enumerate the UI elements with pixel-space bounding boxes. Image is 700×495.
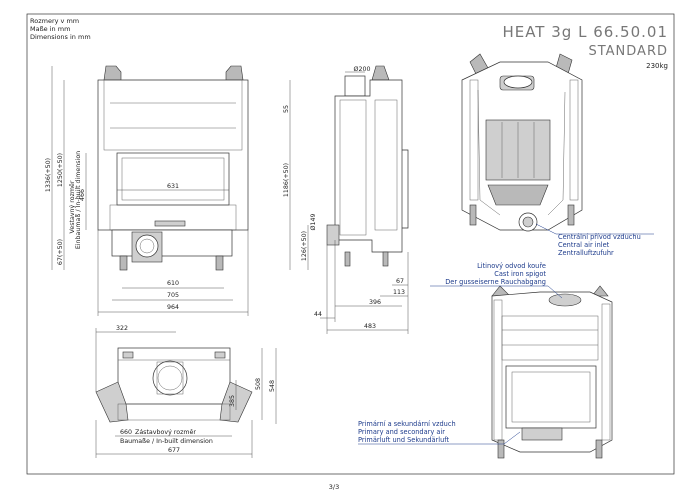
callout-flue-outlet: Litinový odvod kouře Cast iron spigot De…	[430, 262, 563, 299]
front-top-lug-left	[103, 65, 122, 81]
side-body	[334, 79, 403, 253]
callout-air-supply: Primární a sekundární vzduch Primary and…	[358, 420, 521, 445]
model-weight: 230kg	[646, 62, 668, 70]
iso-front-door-glass	[505, 365, 597, 429]
door-label-de: Einbaumaß / In-built dimension	[75, 151, 82, 249]
dim-126: 126(+50)	[301, 231, 308, 261]
air-supply-en: Primary and secondary air	[358, 428, 445, 436]
dim-322: 322	[116, 325, 128, 332]
dim-660: 660	[120, 429, 132, 436]
flue-outlet-de: Der gusseiserne Rauchabgang	[445, 278, 546, 286]
central-air-cz: Centrální přívod vzduchu	[558, 233, 641, 241]
page-number: 3/3	[329, 483, 339, 491]
dim-67-side: 67	[396, 278, 404, 285]
dim-1186: 1186(+50)	[283, 163, 290, 197]
front-view: 631 610 705 964 1336(+50) 1250(+50) 466 …	[45, 65, 249, 316]
front-door-glass	[116, 152, 230, 206]
dim-483: 483	[364, 323, 376, 330]
dim-705: 705	[167, 292, 179, 299]
dim-113: 113	[393, 289, 405, 296]
units-cz: Rozmery v mm	[30, 17, 79, 25]
dim-466: 466	[79, 189, 86, 201]
flue-outlet-en: Cast iron spigot	[494, 270, 546, 278]
front-air-inlet-circle	[135, 234, 159, 258]
dim-1336: 1336(+50)	[45, 158, 52, 192]
dim-55: 55	[283, 105, 290, 113]
model-variant: STANDARD	[588, 44, 668, 59]
iso-view-front	[491, 285, 613, 459]
units-de: Maße in mm	[30, 25, 70, 33]
top-label-de: Baumaße / In-built dimension	[120, 438, 213, 445]
front-top-lug-right	[225, 65, 244, 81]
top-label-cz: Zástavbový rozměr	[135, 428, 196, 436]
dim-44: 44	[314, 311, 322, 318]
dim-396: 396	[369, 299, 381, 306]
front-base	[111, 229, 233, 257]
dim-flue-dia: Ø200	[354, 65, 371, 73]
sheet-border	[26, 13, 675, 475]
units-en: Dimensions in mm	[30, 33, 91, 41]
dim-677: 677	[168, 447, 180, 454]
dim-1250: 1250(+50)	[57, 153, 64, 187]
dim-inlet-dia: Ø149	[309, 214, 317, 231]
front-hood	[103, 79, 243, 151]
model-title: HEAT 3g L 66.50.01	[502, 23, 668, 41]
dim-67: 67(+50)	[57, 239, 64, 265]
dim-385: 385	[229, 395, 236, 407]
air-supply-de: Primärluft und Sekundärluft	[358, 436, 449, 444]
front-foot-left	[119, 255, 128, 271]
iso-view-back	[461, 53, 583, 232]
callout-central-air: Centrální přívod vzduchu Central air inl…	[535, 223, 654, 257]
dim-631: 631	[167, 183, 179, 190]
door-label-cz: Vestavný rozměr	[68, 180, 76, 233]
front-grate	[154, 220, 186, 227]
side-air-inlet	[326, 224, 340, 246]
side-flue-pipe	[344, 75, 366, 97]
dim-548: 548	[269, 380, 276, 392]
iso-front-air-box	[521, 427, 563, 441]
front-foot-right	[215, 255, 224, 271]
dim-508: 508	[255, 378, 262, 390]
central-air-en: Central air inlet	[558, 241, 610, 249]
dim-964: 964	[167, 304, 179, 311]
central-air-de: Zentralluftzufuhr	[558, 249, 614, 257]
top-lug-left	[95, 381, 129, 423]
dim-610: 610	[167, 280, 179, 287]
side-view: Ø200 55 1186(+50) 126(+50) Ø149 67 113 3…	[283, 65, 409, 334]
top-view: 322 385 508 548 660 Zástavbový rozměr Ba…	[95, 325, 277, 458]
air-supply-cz: Primární a sekundární vzduch	[358, 420, 456, 428]
flue-outlet-cz: Litinový odvod kouře	[477, 262, 546, 270]
